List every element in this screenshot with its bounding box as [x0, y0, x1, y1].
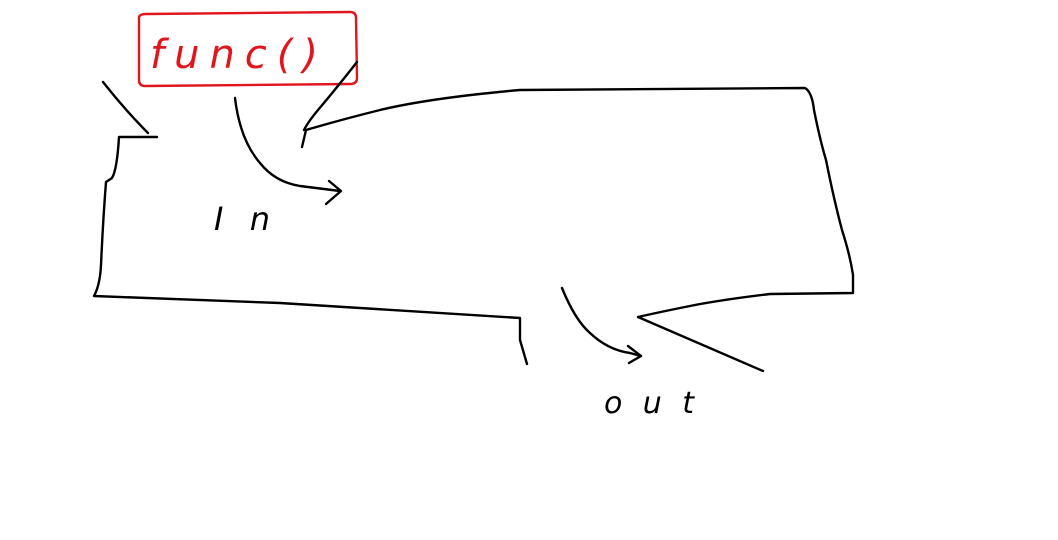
input-arrow-curve	[233, 96, 342, 193]
input-arrow-head	[324, 179, 343, 206]
output-label: out	[604, 386, 695, 421]
output-arrow	[560, 286, 643, 365]
body-left-bottom-edge	[92, 135, 529, 366]
output-arrow-curve	[560, 286, 643, 358]
top-left-tick	[101, 80, 150, 135]
func-label: func()	[150, 32, 318, 78]
top-right-tick	[302, 60, 359, 132]
func-box-border	[137, 10, 359, 88]
input-arrow	[233, 96, 343, 206]
body-right-edge	[300, 86, 855, 373]
input-label: In	[214, 200, 270, 238]
function-body-outline	[92, 60, 855, 373]
output-arrow-head	[626, 344, 643, 365]
func-box: func()	[137, 10, 359, 88]
